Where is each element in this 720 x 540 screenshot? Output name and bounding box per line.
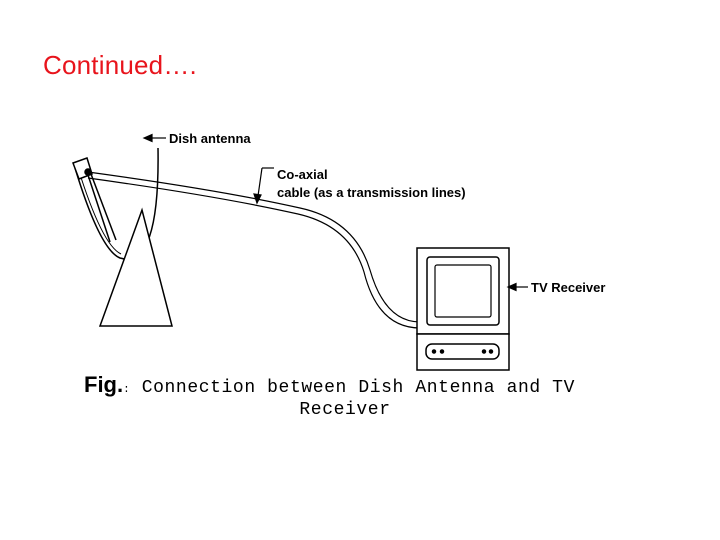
arrow-head	[253, 193, 262, 205]
caption-text-line2: Receiver	[299, 400, 391, 420]
tv-base	[416, 333, 510, 371]
tv-cabinet	[416, 247, 510, 335]
label-coaxial-cable: cable (as a transmission lines)	[277, 185, 466, 200]
label-tv-receiver: TV Receiver	[531, 280, 605, 295]
slide-title: Continued….	[43, 50, 197, 80]
figure-caption: Fig.: Connection between Dish Antenna an…	[84, 372, 575, 398]
tv-screen	[434, 264, 492, 318]
caption-fig-label: Fig.	[84, 372, 124, 397]
dish-stand	[98, 207, 173, 327]
caption-text-line1: Connection between Dish Antenna and TV	[141, 378, 575, 398]
tv-screen-outer	[426, 256, 500, 326]
arrow-head	[142, 133, 153, 143]
label-pointers	[142, 133, 528, 292]
label-dish-antenna: Dish antenna	[169, 131, 251, 146]
arrow-head	[506, 282, 517, 292]
label-coaxial: Co-axial	[277, 167, 328, 182]
tv-controls	[425, 343, 500, 360]
caption-separator: :	[123, 384, 131, 396]
tv-receiver	[416, 247, 510, 371]
coaxial-cable	[87, 171, 421, 329]
dish-reflector	[74, 147, 159, 260]
dish-antenna	[72, 147, 173, 327]
